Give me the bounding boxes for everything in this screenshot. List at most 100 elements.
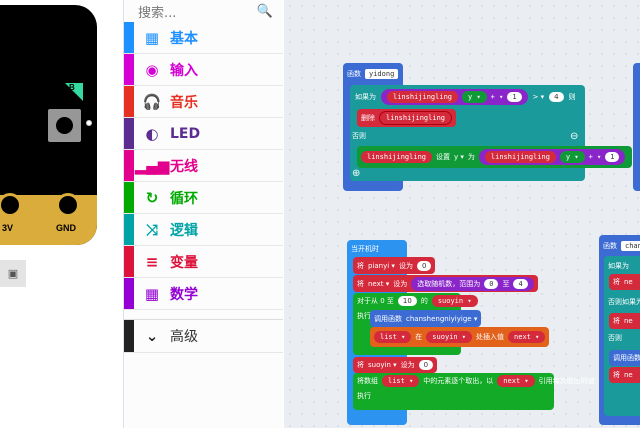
toolbox-category[interactable]: ▂▄▆无线 [124, 150, 283, 182]
minus-icon[interactable]: ⊖ [570, 131, 579, 142]
for-label: 对于从 0 至 [357, 297, 394, 305]
toolbox-category[interactable]: 🎧音乐 [124, 86, 283, 118]
value-0[interactable]: 0 [418, 360, 434, 370]
sprite-var[interactable]: linshijingling [484, 151, 556, 163]
var-next[interactable]: next ▾ [508, 331, 546, 343]
var-list[interactable]: list ▾ [374, 331, 412, 343]
toolbox-category[interactable]: ◐ LED [124, 118, 283, 150]
screenshot-icon[interactable]: ▣ [0, 260, 26, 287]
prop-y[interactable]: y ▾ [454, 153, 464, 161]
search-icon[interactable]: 🔍 [256, 3, 273, 19]
microbit-board[interactable]: 3V GND B [0, 5, 97, 245]
category-color-bar [124, 182, 134, 213]
op-plus[interactable]: + ▾ [490, 93, 504, 101]
of-label: 的 [420, 297, 428, 305]
var-next[interactable]: next ▾ [497, 375, 535, 387]
toolbox-category[interactable]: ↻循环 [124, 182, 283, 214]
var-suoyin[interactable]: suoyin ▾ [431, 295, 478, 307]
pin-gnd[interactable] [56, 193, 80, 227]
offscreen-block[interactable] [633, 63, 640, 191]
value-0[interactable]: 0 [416, 260, 432, 271]
chevron-down-icon: ⌄ [145, 327, 159, 345]
plus-icon[interactable]: ⊕ [352, 168, 361, 179]
random-min[interactable]: 0 [484, 278, 499, 289]
sprite-var[interactable]: linshijingling [379, 111, 453, 125]
value-10[interactable]: 10 [397, 296, 417, 306]
var-pianyi[interactable]: pianyi ▾ [368, 261, 395, 270]
value-1[interactable]: 1 [605, 152, 620, 162]
value-4[interactable]: 4 [549, 92, 564, 102]
advanced-label: 高级 [170, 329, 198, 345]
toolbox-category[interactable]: ⤨逻辑 [124, 214, 283, 246]
prop-y[interactable]: y ▾ [462, 91, 487, 103]
call-function-block[interactable]: 调用函数 [609, 350, 640, 366]
var-next: ne [624, 278, 633, 286]
sprite-var[interactable]: linshijingling [361, 151, 433, 163]
if-label: 如果为 [608, 262, 629, 270]
button-b-marker: B [65, 83, 83, 101]
to-label: 至 [502, 279, 510, 288]
on-start-label: 当开机时 [351, 245, 379, 253]
var-suoyin[interactable]: suoyin ▾ [368, 361, 397, 369]
category-icon: ◐ [145, 124, 159, 143]
pin-3v[interactable] [0, 193, 22, 227]
button-b-label: B [69, 83, 75, 92]
category-color-bar [124, 118, 134, 149]
toolbox-category[interactable]: ◉输入 [124, 54, 283, 86]
set-label: 将 [357, 279, 364, 288]
then-label: 则 [568, 93, 576, 101]
category-icon: ≡ [145, 252, 159, 271]
do-label: 执行 [357, 312, 371, 320]
var-suoyin[interactable]: suoyin ▾ [426, 331, 473, 343]
set-label: 设置 [436, 153, 451, 161]
set-label: 将 [613, 371, 620, 379]
category-icon: 🎧 [142, 92, 162, 111]
toolbox: 搜索...🔍 ▦基本◉输入🎧音乐 ◐ LED ▂▄▆无线↻循环⤨逻辑≡变量▦数学 ⌄ 高… [123, 0, 283, 428]
random-max[interactable]: 4 [513, 278, 528, 289]
foreach-label-3: 引用每次取出的值 [538, 377, 595, 385]
category-color-bar [124, 150, 134, 181]
category-label: 循环 [170, 190, 198, 207]
sprite-var[interactable]: linshijingling [387, 91, 459, 103]
simulator-panel: 3V GND B ▣ [0, 0, 122, 428]
toolbox-category[interactable]: ▦基本 [124, 22, 283, 54]
var-next[interactable]: next ▾ [368, 279, 390, 288]
call-label: 调用函数 [613, 354, 640, 362]
button-b[interactable] [48, 109, 81, 142]
at-label: 在 [415, 333, 423, 341]
category-icon: ▂▄▆ [134, 156, 170, 175]
set-label: 将 [357, 361, 364, 369]
prop-y[interactable]: y ▾ [559, 151, 585, 163]
category-label: LED [170, 125, 201, 142]
category-color-bar [124, 86, 134, 117]
hole [86, 120, 92, 126]
op-gt[interactable]: > ▾ [532, 93, 545, 101]
var-list[interactable]: list ▾ [382, 375, 420, 387]
function-name[interactable]: chanshengniyiyige ▾ [406, 314, 478, 323]
search-input[interactable]: 搜索...🔍 [124, 0, 283, 22]
to-label: 为 [467, 153, 475, 161]
toolbox-advanced[interactable]: ⌄ 高级 [124, 319, 283, 353]
op-plus[interactable]: + ▾ [588, 153, 602, 161]
toolbox-category[interactable]: ≡变量 [124, 246, 283, 278]
function-name-input[interactable]: yidong [365, 69, 399, 79]
value-1[interactable]: 1 [507, 92, 522, 102]
toolbox-category[interactable]: ▦数学 [124, 278, 283, 310]
function-name-input[interactable]: chansh [621, 241, 640, 251]
category-color-bar [124, 278, 134, 309]
